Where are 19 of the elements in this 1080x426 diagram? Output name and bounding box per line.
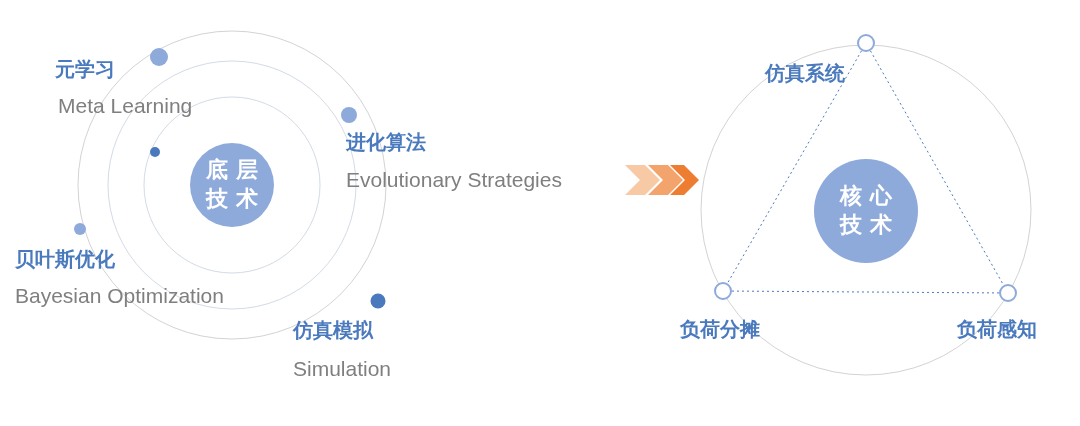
- dotted-line: [727, 50, 862, 284]
- dotted-line: [869, 50, 1005, 286]
- core-label: 核心技术: [838, 182, 901, 239]
- topic-subtitle: Evolutionary Strategies: [346, 168, 562, 192]
- vertex-ring: [714, 282, 732, 300]
- vertex-ring: [999, 284, 1017, 302]
- topic-title: 仿真模拟: [293, 317, 373, 344]
- topic-title: 进化算法: [346, 129, 426, 156]
- topic-title: 贝叶斯优化: [15, 246, 115, 273]
- vertex-ring: [857, 34, 875, 52]
- topic-subtitle: Bayesian Optimization: [15, 284, 224, 308]
- topic-subtitle: Simulation: [293, 357, 392, 381]
- topic-title: 元学习: [55, 56, 115, 83]
- dotted-line: [731, 290, 1000, 294]
- core-label: 底层技术: [204, 156, 267, 213]
- vertex-label: 仿真系统: [765, 60, 845, 87]
- topic-subtitle: Meta Learning: [58, 94, 193, 118]
- vertex-label: 负荷分摊: [680, 316, 760, 343]
- vertex-label: 负荷感知: [957, 316, 1037, 343]
